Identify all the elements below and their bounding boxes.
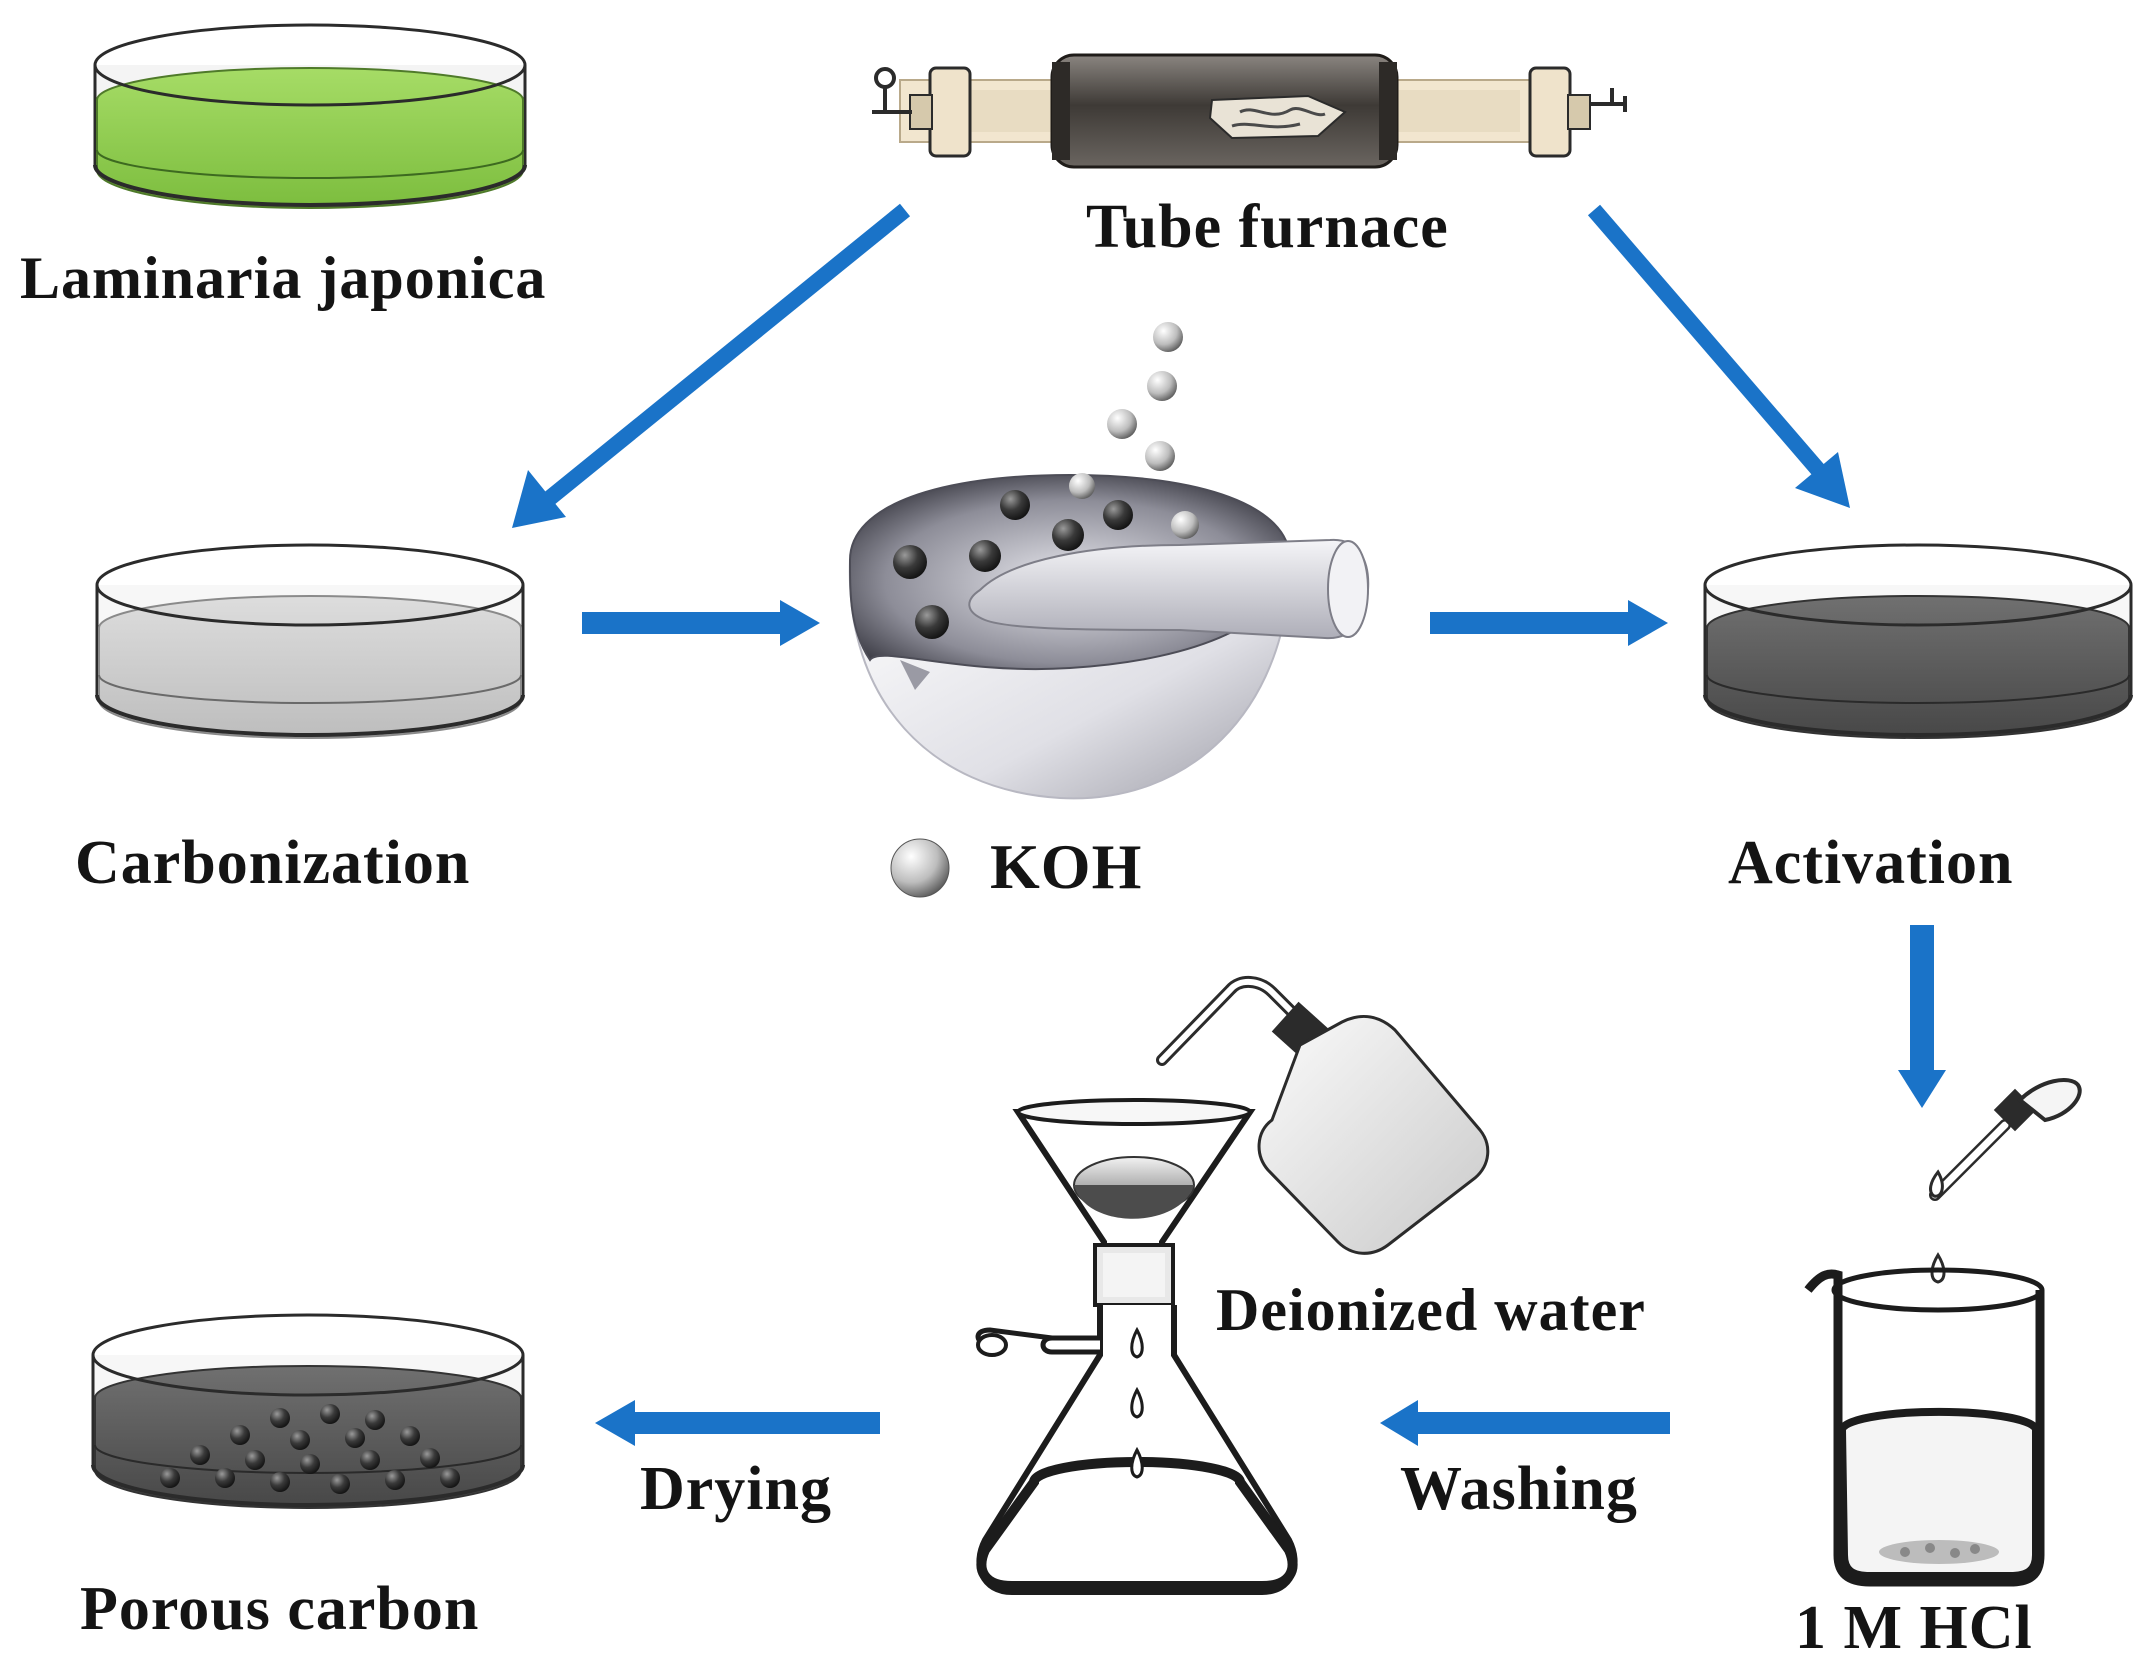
label-tube-furnace: Tube furnace <box>1086 193 1449 261</box>
label-koh: KOH <box>990 831 1143 902</box>
label-drying: Drying <box>640 1455 832 1523</box>
label-activation: Activation <box>1728 829 2014 897</box>
tube-furnace-icon <box>872 53 1627 169</box>
arrow-drying <box>595 1400 880 1446</box>
arrow-washing <box>1380 1400 1670 1446</box>
arrow-carbonization-to-mortar <box>582 600 820 646</box>
arrow-furnace-to-activation <box>1587 204 1850 508</box>
laminaria-dish-icon <box>93 23 527 209</box>
wash-bottle-icon <box>1156 976 1490 1255</box>
porous-carbon-dish-icon <box>91 1313 525 1509</box>
arrow-activation-to-hcl <box>1898 925 1946 1108</box>
label-deionized-water: Deionized water <box>1216 1277 1646 1343</box>
arrow-furnace-to-carbonization <box>512 203 911 528</box>
mortar-pestle-icon <box>848 473 1370 800</box>
beaker-hcl-icon <box>1804 1252 2045 1587</box>
activation-dish-icon <box>1703 543 2133 739</box>
filter-flask-icon <box>975 1098 1298 1595</box>
label-washing: Washing <box>1400 1455 1638 1523</box>
label-laminaria-japonica: Laminaria japonica <box>20 245 547 311</box>
label-porous-carbon: Porous carbon <box>80 1575 480 1643</box>
koh-legend-ball-icon <box>890 838 950 898</box>
dropper-icon <box>1929 1078 2082 1201</box>
label-hcl: 1 M HCl <box>1795 1594 2033 1662</box>
label-carbonization: Carbonization <box>75 829 471 897</box>
arrow-mortar-to-activation <box>1430 600 1668 646</box>
carbonization-dish-icon <box>95 543 525 739</box>
koh-pellets-icon <box>1107 322 1183 471</box>
